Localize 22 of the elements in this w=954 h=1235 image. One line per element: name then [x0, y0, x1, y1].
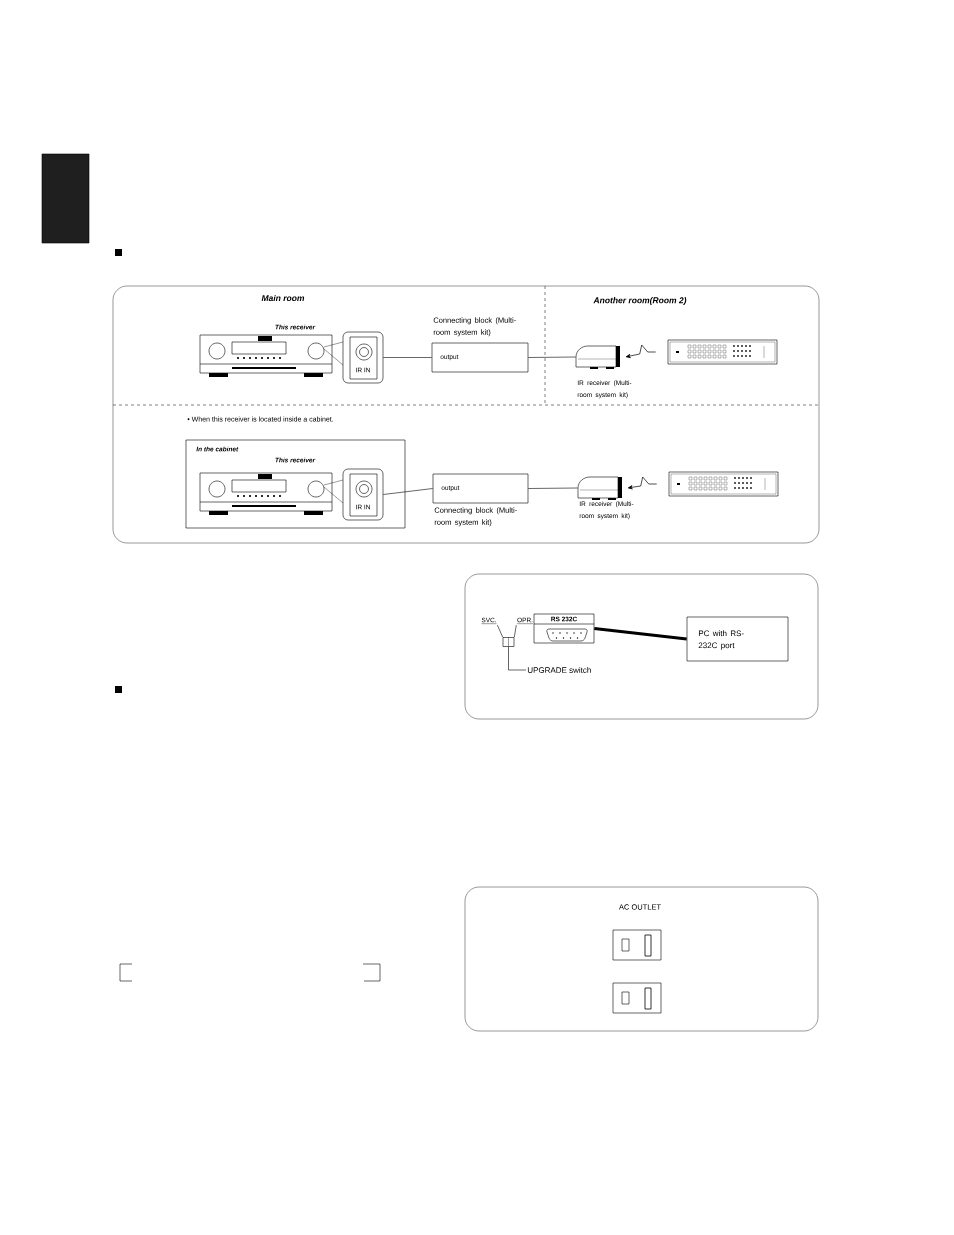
remote-control-drawing: [667, 339, 778, 365]
connector: [594, 627, 687, 641]
room-heading: Another room(Room 2): [593, 297, 687, 305]
connector: [627, 476, 658, 490]
connector: [625, 344, 657, 358]
connector: [514, 624, 517, 638]
receiver-drawing: [199, 472, 344, 515]
switch-box: [502, 637, 515, 647]
remote-control-drawing: [668, 471, 779, 497]
connector: [383, 357, 432, 358]
connector: [528, 356, 576, 358]
switch-label: UPGRADE switch: [527, 667, 591, 673]
connector: [383, 488, 433, 495]
ir-receiver-drawing: [577, 476, 622, 500]
connector: [528, 487, 578, 489]
pc-box: PC with RS-232C port: [686, 616, 789, 662]
tab-block: [41, 153, 90, 244]
leader-line: [508, 646, 527, 671]
room-heading: Main room: [261, 294, 305, 302]
connector: [497, 624, 503, 638]
ir-receiver-drawing: [575, 345, 620, 369]
receiver-drawing: [199, 334, 344, 377]
